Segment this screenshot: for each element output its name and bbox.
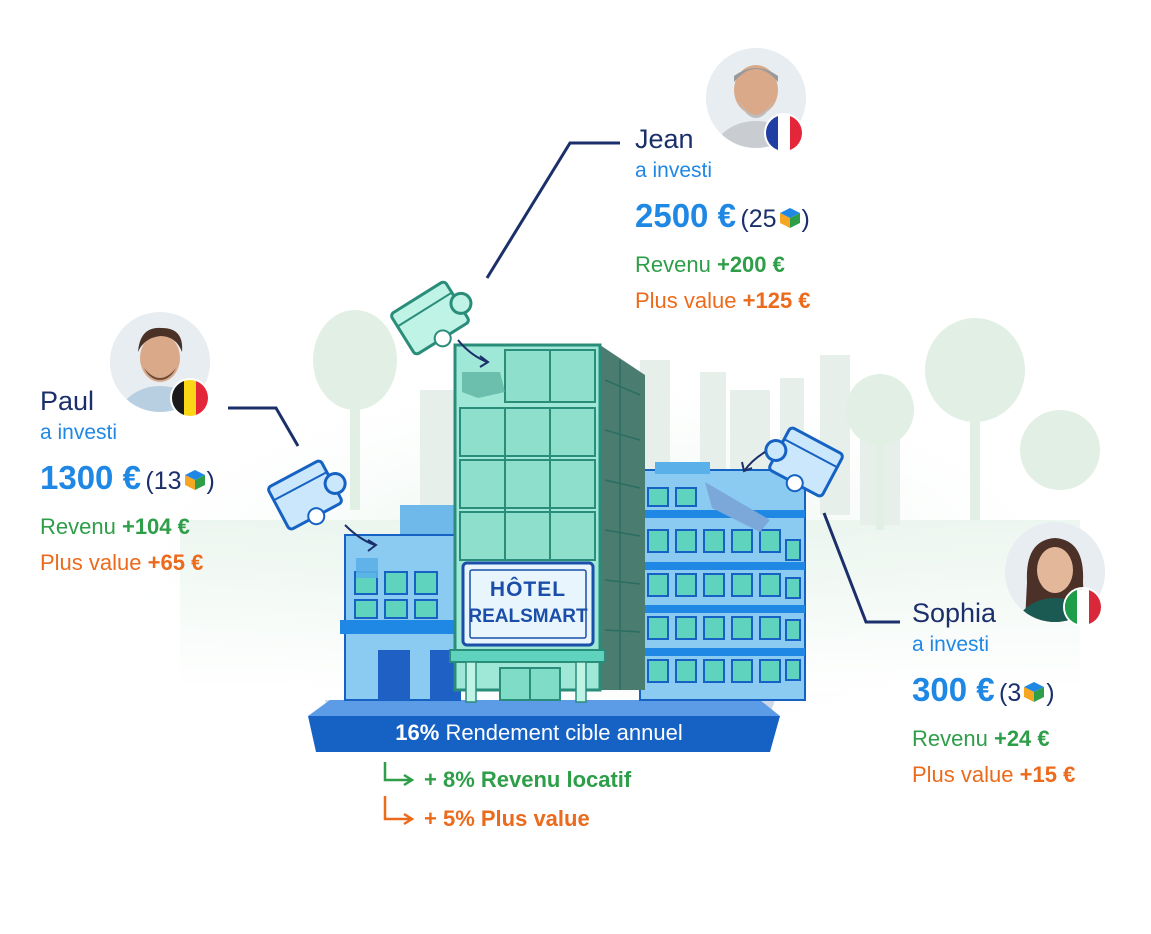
central-tower [449,343,645,703]
person-icon [1005,522,1105,622]
investment-row: 300 € (3) [912,670,1075,717]
revenue-line: Revenu +200 € [635,247,811,283]
gain-value: +125 € [742,288,811,313]
puzzle-piece-sophia [764,426,844,498]
flag-stripe [1065,589,1077,625]
flag-stripe [195,380,208,416]
revenue-label: Revenu [635,252,711,277]
avatar-sophia [1005,522,1105,622]
paren-open: ( [999,679,1008,707]
paren-close: ) [801,205,810,233]
yield-percent: 16% [395,720,440,745]
investor-sophia: Sophia a investi 300 € (3) Revenu +24 € … [912,598,1075,793]
investor-jean: Jean a investi 2500 € (25) Revenu +200 €… [635,124,811,319]
avatar-jean [706,48,806,148]
revenue-value: +24 € [993,726,1050,751]
investor-name: Paul [40,386,95,416]
flag-stripe [183,380,196,416]
share-count: 13 [153,467,182,495]
yield-label: Rendement cible annuel [445,720,683,745]
flag-stripe [766,115,778,151]
target-yield-banner: 16% Rendement cible annuel [308,716,770,750]
investor-verb: a investi [635,159,713,182]
breakdown-arrows [383,762,415,826]
gain-value: +65 € [147,550,204,575]
flag-france-icon [764,113,804,153]
breakdown-rental-income: + 8% Revenu locatif [424,767,632,792]
investor-verb: a investi [40,421,118,444]
puzzle-arrows [344,339,766,552]
left-building [340,505,465,701]
share-cube-icon [779,208,800,228]
paren-open: ( [145,467,154,495]
investor-paul: Paul a investi 1300 € (13) Revenu +104 €… [40,386,215,581]
gain-label: Plus value [912,762,1014,787]
flag-stripe [1076,589,1089,625]
revenue-value: +200 € [716,252,785,277]
revenue-line: Revenu +104 € [40,509,215,545]
paren-open: ( [740,205,749,233]
gain-value: +15 € [1019,762,1076,787]
revenue-label: Revenu [912,726,988,751]
investment-amount: 2500 € [635,197,736,234]
investor-name: Sophia [912,598,997,628]
hotel-sign-line2: REALSMART [468,606,588,627]
paren-close: ) [206,467,215,495]
investment-row: 2500 € (25) [635,196,811,243]
share-cube-icon [1024,682,1045,702]
share-count: 25 [748,205,777,233]
flag-belgium-icon [170,378,210,418]
base-platform [308,700,780,752]
right-building [635,462,806,701]
flag-stripe [172,380,184,416]
breakdown-capital-gain: + 5% Plus value [424,806,590,831]
capital-gain-line: Plus value +125 € [635,283,811,319]
investor-verb: a investi [912,633,990,656]
puzzle-piece-jean [390,280,473,356]
gain-label: Plus value [635,288,737,313]
hotel-sign-line1: HÔTEL [489,578,567,601]
capital-gain-line: Plus value +65 € [40,545,215,581]
gain-label: Plus value [40,550,142,575]
capital-gain-line: Plus value +15 € [912,757,1075,793]
investment-row: 1300 € (13) [40,458,215,505]
revenue-label: Revenu [40,514,116,539]
paren-close: ) [1046,679,1055,707]
investment-amount: 300 € [912,671,995,708]
revenue-value: +104 € [121,514,190,539]
connector-lines [228,141,900,624]
share-cube-icon [184,470,205,490]
flag-stripe [1088,589,1101,625]
flag-stripe [789,115,802,151]
investor-name: Jean [635,124,694,154]
revenue-line: Revenu +24 € [912,721,1075,757]
puzzle-piece-paul [267,459,347,531]
person-icon [706,48,806,148]
flag-italy-icon [1063,587,1103,627]
flag-stripe [777,115,790,151]
investment-amount: 1300 € [40,459,141,496]
share-count: 3 [1007,679,1022,707]
